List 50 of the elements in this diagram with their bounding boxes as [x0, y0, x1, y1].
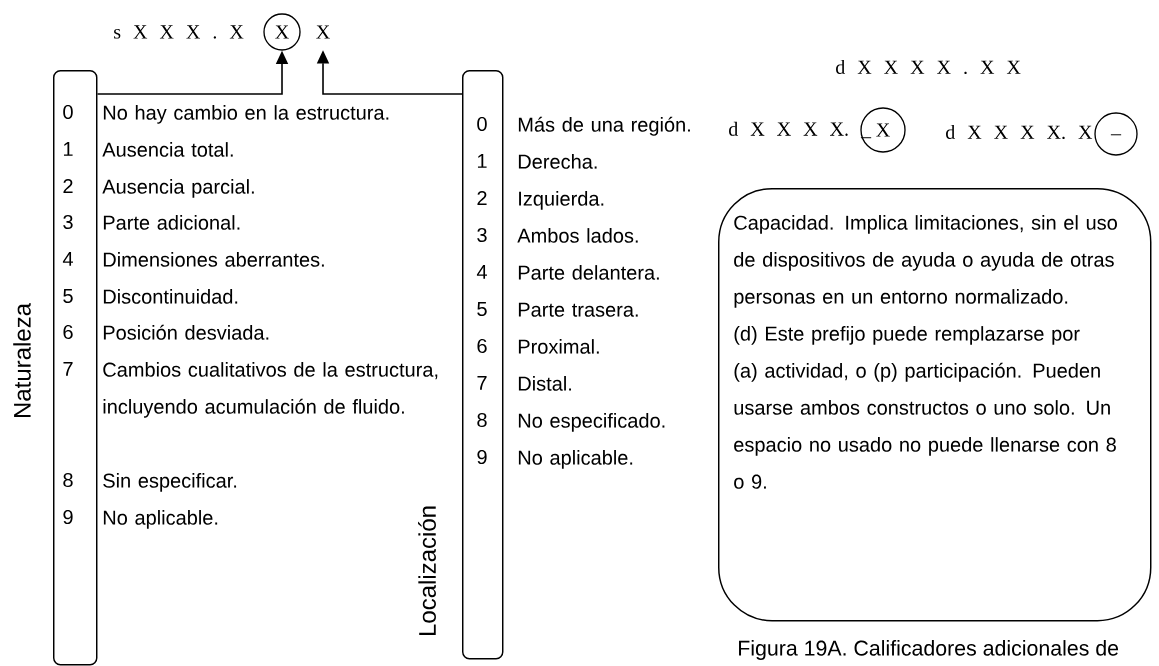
description: Posición desviada.	[103, 324, 269, 340]
digit: 2	[477, 191, 487, 205]
digit: 6	[477, 338, 487, 354]
code-text: s X X X . X	[114, 25, 244, 39]
description: Ausencia parcial.	[102, 179, 254, 198]
description: Derecha.	[518, 154, 597, 169]
digit: 1	[477, 154, 487, 168]
note-box: Capacidad. Implica limitaciones, sin el uso de dispositivos de ayuda o ayuda de otras personas en un entorno normalizado. (d) Este prefijo puede remplazarse por (a) actividad, o (p) participación. Pueden usarse ambos constructos o uno solo. Un espacio no usado no puede llenarse con 8 o 9.	[718, 188, 1152, 622]
digit: 3	[477, 227, 487, 243]
description: Parte trasera.	[518, 302, 638, 317]
description: No especificado.	[518, 413, 665, 432]
vertical-heading: Localización	[418, 506, 436, 636]
description: Distal.	[518, 376, 571, 391]
digit: 5	[477, 302, 487, 316]
description: Discontinuidad.	[103, 289, 238, 304]
description: Parte adicional.	[103, 215, 240, 230]
description: Ambos lados.	[517, 228, 638, 243]
description: No hay cambio en la estructura.	[103, 105, 389, 124]
description: Izquierda.	[519, 191, 604, 210]
description: Parte delantera.	[518, 265, 659, 280]
digit: 9	[477, 449, 487, 465]
vertical-heading: Naturaleza	[13, 303, 31, 418]
digit: 4	[476, 265, 487, 279]
description: Cambios cualitativos de la estructura, incluyendo acumulación de fluido.	[103, 362, 438, 418]
circled-letter: _	[1094, 112, 1138, 156]
digit: 0	[63, 104, 73, 120]
digit: 1	[63, 142, 73, 156]
code-text: d X X X X . X X	[836, 59, 1021, 75]
digit: 5	[63, 289, 73, 303]
digit: 7	[477, 376, 487, 390]
digit: 3	[63, 214, 73, 230]
code-letter: X	[316, 25, 330, 39]
description: Ausencia total.	[102, 142, 233, 157]
digit: 7	[63, 362, 73, 376]
description: No aplicable.	[518, 450, 633, 469]
digit: 6	[63, 324, 73, 340]
digit: 8	[63, 472, 73, 488]
digit: 8	[477, 412, 487, 428]
description: Sin especificar.	[103, 473, 237, 492]
description: Proximal.	[518, 339, 599, 354]
digit: 4	[62, 252, 73, 266]
code-text: d X X X X. X	[946, 124, 1093, 140]
digit: 0	[477, 116, 487, 132]
circled-letter: X	[263, 13, 301, 51]
digit: 9	[63, 509, 73, 525]
description: Dimensiones aberrantes.	[103, 252, 324, 267]
description: Más de una región.	[518, 116, 690, 136]
digit: 2	[63, 179, 73, 193]
description: No aplicable.	[103, 510, 218, 529]
caption: Figura 19A. Calificadores adicionales de	[739, 640, 1119, 660]
